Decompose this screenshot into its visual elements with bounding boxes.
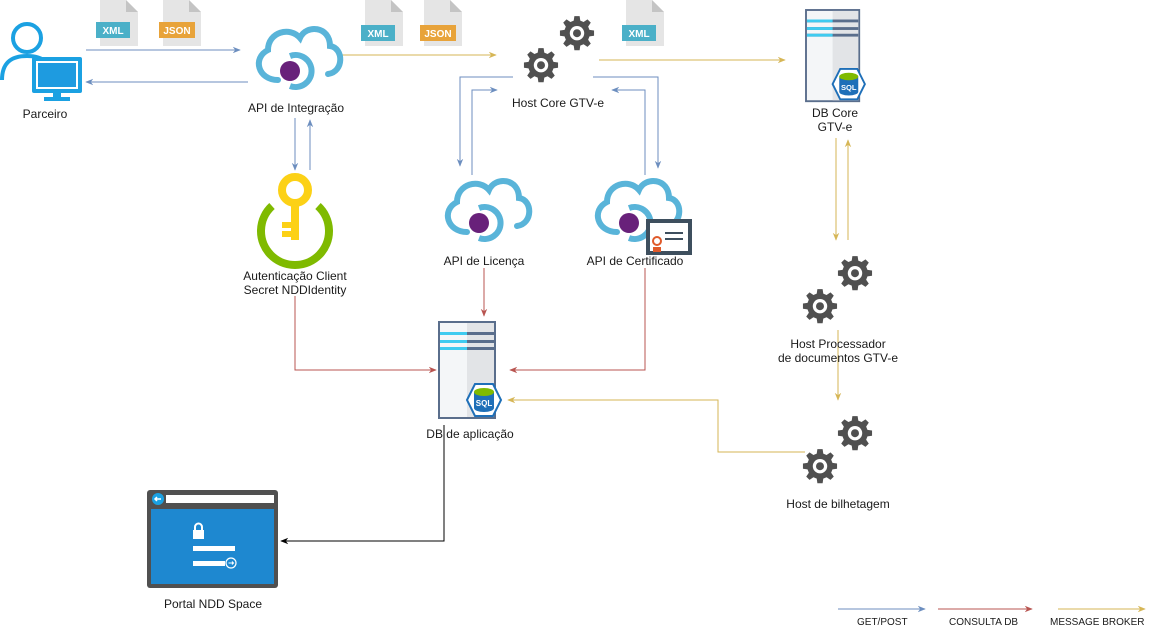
label-api-integracao: API de Integração	[247, 101, 345, 115]
label-host-bilhetagem: Host de bilhetagem	[786, 497, 890, 511]
label-db-core-2: GTV-e	[817, 120, 853, 134]
label-host-processador-1: Host Processador	[790, 337, 886, 351]
key-icon[interactable]	[257, 173, 333, 270]
legend-label-consulta-db: CONSULTA DB	[949, 617, 1019, 628]
edge-api-licenca-to-host-core	[471, 86, 498, 175]
label-db-aplicacao: DB de aplicação	[426, 427, 514, 441]
file-badge-xml-1: XML	[96, 0, 138, 46]
label-autenticacao-2: Secret NDDIdentity	[243, 283, 347, 297]
xml-badge-icon	[96, 22, 130, 38]
label-portal: Portal NDD Space	[163, 597, 263, 611]
api-certificado-icon[interactable]	[598, 181, 692, 255]
file-badge-json-2: JSON	[420, 0, 462, 46]
edges-consulta-db	[294, 268, 646, 374]
edge-db-aplicacao-to-portal	[280, 425, 445, 545]
edge-api-certificado-to-host-core	[611, 86, 646, 175]
file-badge-xml-3: XML	[622, 0, 664, 46]
legend-label-message-broker: MESSAGE BROKER	[1050, 617, 1145, 628]
xml-badge-icon	[622, 25, 656, 41]
edge-autenticacao-to-db-aplicacao	[294, 296, 437, 374]
edge-host-bilhetagem-to-db-aplicacao	[507, 396, 805, 453]
file-badge-xml-2: XML	[361, 0, 403, 46]
label-host-core: Host Core GTV-e	[511, 96, 605, 110]
host-bilhetagem-gears-icon[interactable]	[802, 416, 873, 484]
xml-badge-icon	[361, 25, 395, 41]
api-integracao-cloud-icon[interactable]	[259, 29, 340, 87]
xml-badge-label: XML	[628, 29, 649, 40]
xml-badge-label: XML	[367, 29, 388, 40]
certificate-icon	[646, 219, 692, 255]
label-api-certificado: API de Certificado	[586, 254, 684, 268]
host-core-gears-icon[interactable]	[523, 16, 595, 83]
edges-get-post	[85, 46, 662, 175]
web-login-portal-icon[interactable]	[147, 490, 278, 588]
label-api-licenca: API de Licença	[443, 254, 525, 268]
label-parceiro: Parceiro	[22, 107, 68, 121]
json-badge-label: JSON	[424, 29, 451, 40]
db-core-sql-server-icon[interactable]	[805, 9, 866, 103]
xml-badge-label: XML	[102, 26, 123, 37]
edges-message-broker	[342, 51, 852, 453]
label-autenticacao-1: Autenticação Client	[243, 269, 347, 283]
db-aplicacao-sql-server-icon[interactable]	[438, 321, 502, 419]
user-computer-icon[interactable]	[0, 22, 82, 101]
json-badge-icon	[420, 25, 456, 41]
lock-icon	[193, 530, 204, 539]
host-processador-gears-icon[interactable]	[802, 256, 873, 324]
json-badge-icon	[159, 22, 195, 38]
label-db-core-1: DB Core	[811, 106, 858, 120]
legend-label-get-post: GET/POST	[857, 617, 908, 628]
edge-api-certificado-to-db-aplicacao	[509, 268, 646, 374]
label-host-processador-2: de documentos GTV-e	[777, 351, 899, 365]
edge-host-core-to-api-certificado	[593, 76, 662, 169]
json-badge-label: JSON	[163, 26, 190, 37]
edge-host-core-to-api-licenca	[456, 76, 513, 167]
file-badge-json-1: JSON	[159, 0, 201, 46]
api-licenca-cloud-icon[interactable]	[448, 181, 529, 239]
